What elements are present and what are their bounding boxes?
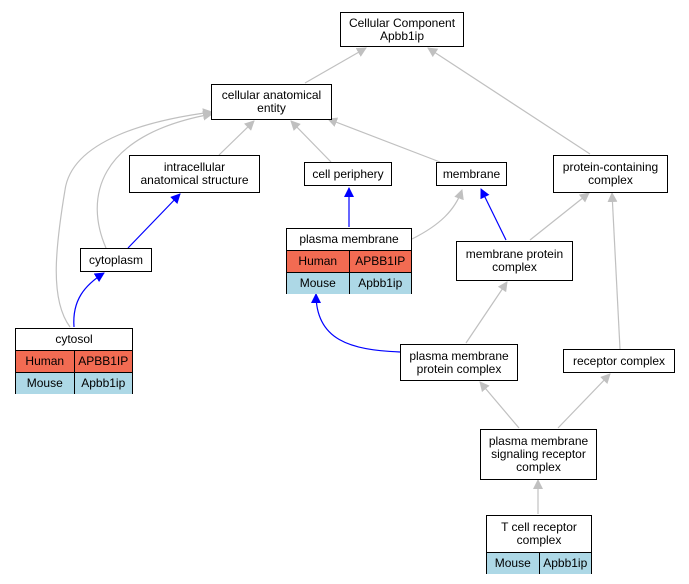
node-label-line: cytoplasm (88, 252, 144, 267)
species-label: Mouse (299, 276, 336, 290)
node-protein-containing-complex[interactable]: protein-containing complex (553, 155, 668, 193)
node-t-cell-receptor-complex[interactable]: T cell receptor complex Mouse Apbb1ip (486, 515, 592, 574)
mouse-row: Mouse Apbb1ip (287, 272, 411, 294)
human-row: Human APBB1IP (16, 351, 132, 372)
edge-pcc-root (427, 47, 591, 155)
species-label: Human (25, 354, 65, 368)
node-cell-periphery[interactable]: cell periphery (304, 162, 392, 186)
node-label-line: cellular anatomical (221, 88, 322, 102)
node-label-line: plasma membrane (409, 348, 509, 363)
edge-cae-root (304, 47, 367, 84)
node-label-line: protein complex (416, 361, 502, 376)
node-cytoplasm[interactable]: cytoplasm (80, 248, 152, 272)
node-label-line: membrane (442, 166, 501, 181)
node-label-line: intracellular (163, 160, 226, 174)
node-label-line: complex (516, 533, 562, 547)
node-title: cytosol (16, 329, 132, 351)
node-label-line: protein-containing (562, 160, 659, 174)
node-label-line: signaling receptor (491, 447, 586, 461)
gene-symbol[interactable]: Apbb1ip (538, 553, 592, 574)
edge-cyto-cae (96, 110, 213, 249)
node-label-line: Cellular Component (348, 15, 456, 30)
node-title: T cell receptor complex (487, 516, 591, 553)
node-plasma-membrane-protein-complex[interactable]: plasma membrane protein complex (400, 344, 518, 381)
edge-pmsrc-pmpc (479, 381, 520, 429)
node-membrane-protein-complex[interactable]: membrane protein complex (456, 241, 573, 281)
node-label-line: T cell receptor (501, 520, 577, 534)
node-plasma-membrane-signaling-receptor-complex[interactable]: plasma membrane signaling receptor compl… (480, 429, 597, 480)
gene-symbol[interactable]: APBB1IP (348, 251, 412, 272)
node-label-line: entity (257, 101, 286, 115)
node-label-line: anatomical structure (140, 173, 249, 187)
human-row: Human APBB1IP (287, 251, 411, 272)
gene-symbol[interactable]: Apbb1ip (73, 373, 133, 394)
node-label-line: complex (492, 260, 537, 274)
node-label-line: complex (516, 460, 561, 474)
node-label-line: Apbb1ip (379, 28, 425, 43)
edge-pmpc-pm (311, 293, 401, 353)
node-receptor-complex[interactable]: receptor complex (563, 349, 675, 373)
edge-cp-cae (290, 120, 332, 163)
node-label-line: cell periphery (312, 166, 384, 181)
species-label: Human (298, 254, 338, 268)
node-intracellular-anatomical-structure[interactable]: intracellular anatomical structure (129, 155, 260, 193)
species-label: Mouse (494, 556, 531, 570)
gene-symbol[interactable]: Apbb1ip (348, 273, 412, 294)
mouse-row: Mouse Apbb1ip (16, 372, 132, 394)
edge-pmpc-mpc (465, 281, 508, 344)
edge-ias-cae (218, 120, 255, 156)
node-cellular-anatomical-entity[interactable]: cellular anatomical entity (211, 84, 332, 120)
node-label-line: plasma membrane (488, 434, 589, 448)
edge-pmsrc-rc (557, 373, 611, 429)
node-plasma-membrane[interactable]: plasma membrane Human APBB1IP Mouse Apbb… (286, 228, 412, 294)
edge-pm-mem (411, 189, 464, 240)
node-label-line: complex (588, 173, 633, 187)
edge-mpc-mem (480, 188, 507, 241)
gene-symbol[interactable]: APBB1IP (73, 351, 133, 372)
node-cytosol[interactable]: cytosol Human APBB1IP Mouse Apbb1ip (15, 328, 133, 394)
edge-cyto-ias (127, 193, 181, 249)
edge-rc-pcc (607, 192, 621, 350)
species-label: Mouse (26, 376, 63, 390)
edge-cytosol-cae (55, 108, 213, 328)
edge-cytosol-cyto (73, 272, 105, 328)
edge-mpc-pcc (529, 192, 590, 241)
node-cellular-component-apbb1ip[interactable]: Cellular Component Apbb1ip (340, 12, 464, 47)
edge-mem-cae (327, 117, 441, 163)
node-label-line: receptor complex (572, 353, 666, 368)
node-label-line: membrane protein (465, 247, 564, 261)
node-membrane[interactable]: membrane (436, 162, 507, 186)
node-title: plasma membrane (287, 229, 411, 251)
mouse-row: Mouse Apbb1ip (487, 553, 591, 574)
